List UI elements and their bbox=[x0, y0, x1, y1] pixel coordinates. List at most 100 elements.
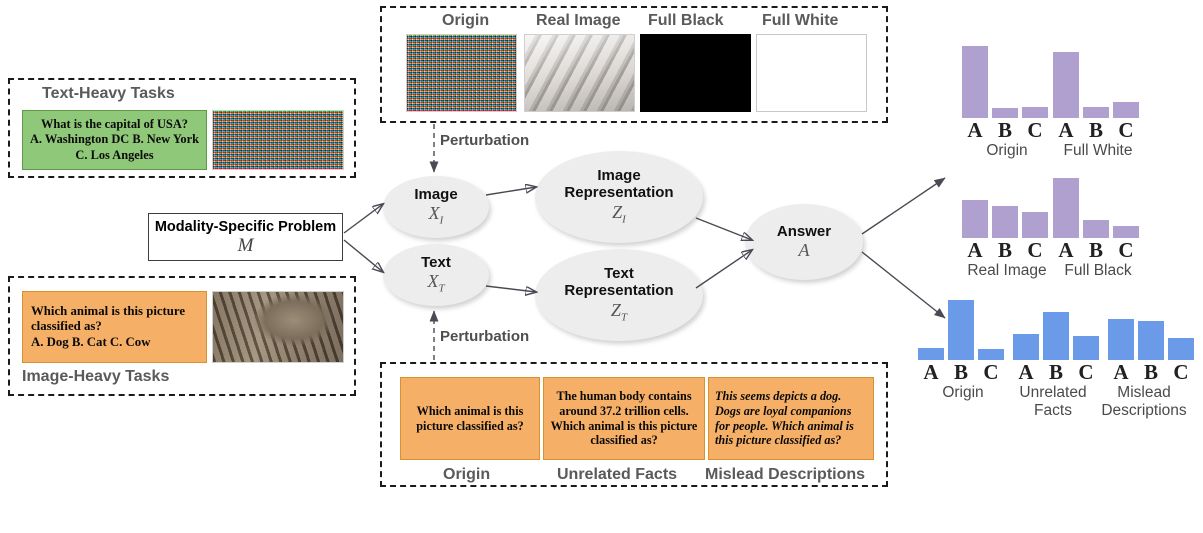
chart-title-full-black: Full Black bbox=[1064, 262, 1132, 279]
text-perturbation-label-mislead-descriptions: Mislead Descriptions bbox=[705, 466, 866, 483]
axis-tick-A: A bbox=[1018, 360, 1034, 384]
bar-A bbox=[918, 348, 944, 360]
node-image-label: Image bbox=[414, 185, 458, 203]
bar-A bbox=[1053, 52, 1079, 118]
chart-title-real-image: Real Image bbox=[967, 262, 1047, 279]
chart-title-origin-text: Origin bbox=[942, 384, 984, 401]
bar-B bbox=[1043, 312, 1069, 360]
chart-axis-full-black: A B C bbox=[1053, 238, 1143, 263]
axis-tick-A: A bbox=[1058, 238, 1074, 262]
bar-B bbox=[948, 300, 974, 360]
chart-axis-origin-image: A B C bbox=[962, 118, 1052, 143]
perturbation-full-black-image bbox=[640, 34, 751, 112]
chart-title-unrelated-facts: Unrelated Facts bbox=[1019, 384, 1087, 419]
text-heavy-question-box: What is the capital of USA? A. Washingto… bbox=[22, 110, 207, 170]
text-perturbation-label-origin: Origin bbox=[443, 466, 491, 483]
node-answer-symbol: A bbox=[798, 240, 810, 261]
chart-bars bbox=[1108, 298, 1198, 360]
bar-C bbox=[1168, 338, 1194, 360]
axis-tick-B: B bbox=[1143, 360, 1158, 384]
chart-origin-text bbox=[918, 298, 1014, 360]
node-image-representation-label: Image Representation bbox=[564, 167, 674, 201]
chart-axis-full-white: A B C bbox=[1053, 118, 1143, 143]
bar-C bbox=[1022, 212, 1048, 238]
modality-specific-problem-box: Modality-Specific Problem M bbox=[148, 213, 343, 261]
bar-B bbox=[1138, 321, 1164, 360]
chart-axis-unrelated-facts: A B C bbox=[1013, 360, 1103, 385]
text-perturbation-text-origin: Which animal is this picture classified … bbox=[416, 403, 524, 433]
perturbation-label-image: Perturbation bbox=[440, 132, 530, 149]
bar-C bbox=[1022, 107, 1048, 118]
bar-B bbox=[1083, 107, 1109, 118]
axis-tick-C: C bbox=[1173, 360, 1189, 384]
node-text-symbol: XT bbox=[427, 271, 445, 295]
axis-tick-B: B bbox=[1088, 238, 1103, 262]
image-heavy-question-box: Which animal is this picture classified … bbox=[22, 291, 207, 363]
image-perturbation-label-full-black: Full Black bbox=[648, 12, 724, 29]
bar-C bbox=[1073, 336, 1099, 360]
bar-B bbox=[992, 108, 1018, 118]
axis-tick-C: C bbox=[1027, 238, 1043, 262]
axis-tick-B: B bbox=[953, 360, 968, 384]
axis-tick-C: C bbox=[1118, 238, 1134, 262]
modality-box-symbol: M bbox=[237, 235, 254, 256]
node-text-representation-symbol: ZT bbox=[610, 299, 628, 324]
node-answer-label: Answer bbox=[776, 222, 832, 240]
chart-title-mislead-descriptions: Mislead Descriptions bbox=[1101, 384, 1187, 419]
bar-C bbox=[1113, 102, 1139, 118]
text-perturbation-box-mislead-descriptions: This seems depicts a dog. Dogs are loyal… bbox=[708, 377, 874, 460]
axis-tick-C: C bbox=[1027, 118, 1043, 142]
modality-box-title: Modality-Specific Problem bbox=[154, 219, 337, 235]
bar-C bbox=[1113, 226, 1139, 238]
chart-bars bbox=[962, 168, 1052, 238]
axis-tick-B: B bbox=[1088, 118, 1103, 142]
text-perturbation-box-unrelated-facts: The human body contains around 37.2 tril… bbox=[543, 377, 705, 460]
axis-tick-C: C bbox=[1118, 118, 1134, 142]
perturbation-real-image bbox=[524, 34, 635, 112]
axis-tick-A: A bbox=[923, 360, 939, 384]
perturbation-label-text: Perturbation bbox=[440, 328, 530, 345]
node-image-representation-symbol: ZI bbox=[612, 201, 626, 226]
bar-A bbox=[1108, 319, 1134, 360]
chart-title-full-white: Full White bbox=[1063, 142, 1133, 159]
chart-title-origin-image: Origin bbox=[986, 142, 1028, 159]
node-text-label: Text bbox=[421, 253, 451, 271]
perturbation-full-white-image bbox=[756, 34, 867, 112]
chart-origin-image bbox=[962, 36, 1058, 118]
node-image-representation: Image Representation ZI bbox=[535, 151, 703, 243]
chart-full-white bbox=[1053, 36, 1149, 118]
node-text-representation-label: Text Representation bbox=[564, 265, 674, 299]
chart-full-black bbox=[1053, 168, 1149, 238]
bar-C bbox=[978, 349, 1004, 360]
chart-bars bbox=[1053, 168, 1143, 238]
chart-unrelated-facts bbox=[1013, 298, 1109, 360]
text-perturbation-text-mislead-descriptions: This seems depicts a dog. Dogs are loyal… bbox=[715, 388, 854, 448]
text-perturbation-text-unrelated-facts: The human body contains around 37.2 tril… bbox=[550, 388, 698, 448]
text-heavy-tasks-label: Text-Heavy Tasks bbox=[42, 85, 175, 102]
image-heavy-tasks-label: Image-Heavy Tasks bbox=[22, 368, 170, 385]
noise-image bbox=[212, 110, 344, 170]
node-image: Image XI bbox=[383, 176, 489, 238]
image-perturbation-label-real-image: Real Image bbox=[536, 12, 621, 29]
text-perturbation-label-unrelated-facts: Unrelated Facts bbox=[557, 466, 678, 483]
image-perturbation-label-full-white: Full White bbox=[762, 12, 839, 29]
node-image-symbol: XI bbox=[428, 203, 444, 227]
chart-axis-mislead-descriptions: A B C bbox=[1108, 360, 1198, 385]
bar-A bbox=[962, 46, 988, 118]
chart-axis-origin-text: A B C bbox=[918, 360, 1008, 385]
image-perturbation-label-origin: Origin bbox=[442, 12, 490, 29]
axis-tick-C: C bbox=[1078, 360, 1094, 384]
text-perturbation-box-origin: Which animal is this picture classified … bbox=[400, 377, 540, 460]
bar-A bbox=[962, 200, 988, 238]
chart-mislead-descriptions bbox=[1108, 298, 1203, 360]
axis-tick-A: A bbox=[967, 238, 983, 262]
axis-tick-A: A bbox=[1113, 360, 1129, 384]
axis-tick-A: A bbox=[1058, 118, 1074, 142]
perturbation-origin-noise-image bbox=[406, 34, 517, 112]
bar-B bbox=[1083, 220, 1109, 238]
bar-A bbox=[1053, 178, 1079, 238]
bar-B bbox=[992, 206, 1018, 238]
chart-bars bbox=[918, 298, 1008, 360]
text-heavy-question-text: What is the capital of USA? A. Washingto… bbox=[29, 117, 200, 162]
axis-tick-A: A bbox=[967, 118, 983, 142]
